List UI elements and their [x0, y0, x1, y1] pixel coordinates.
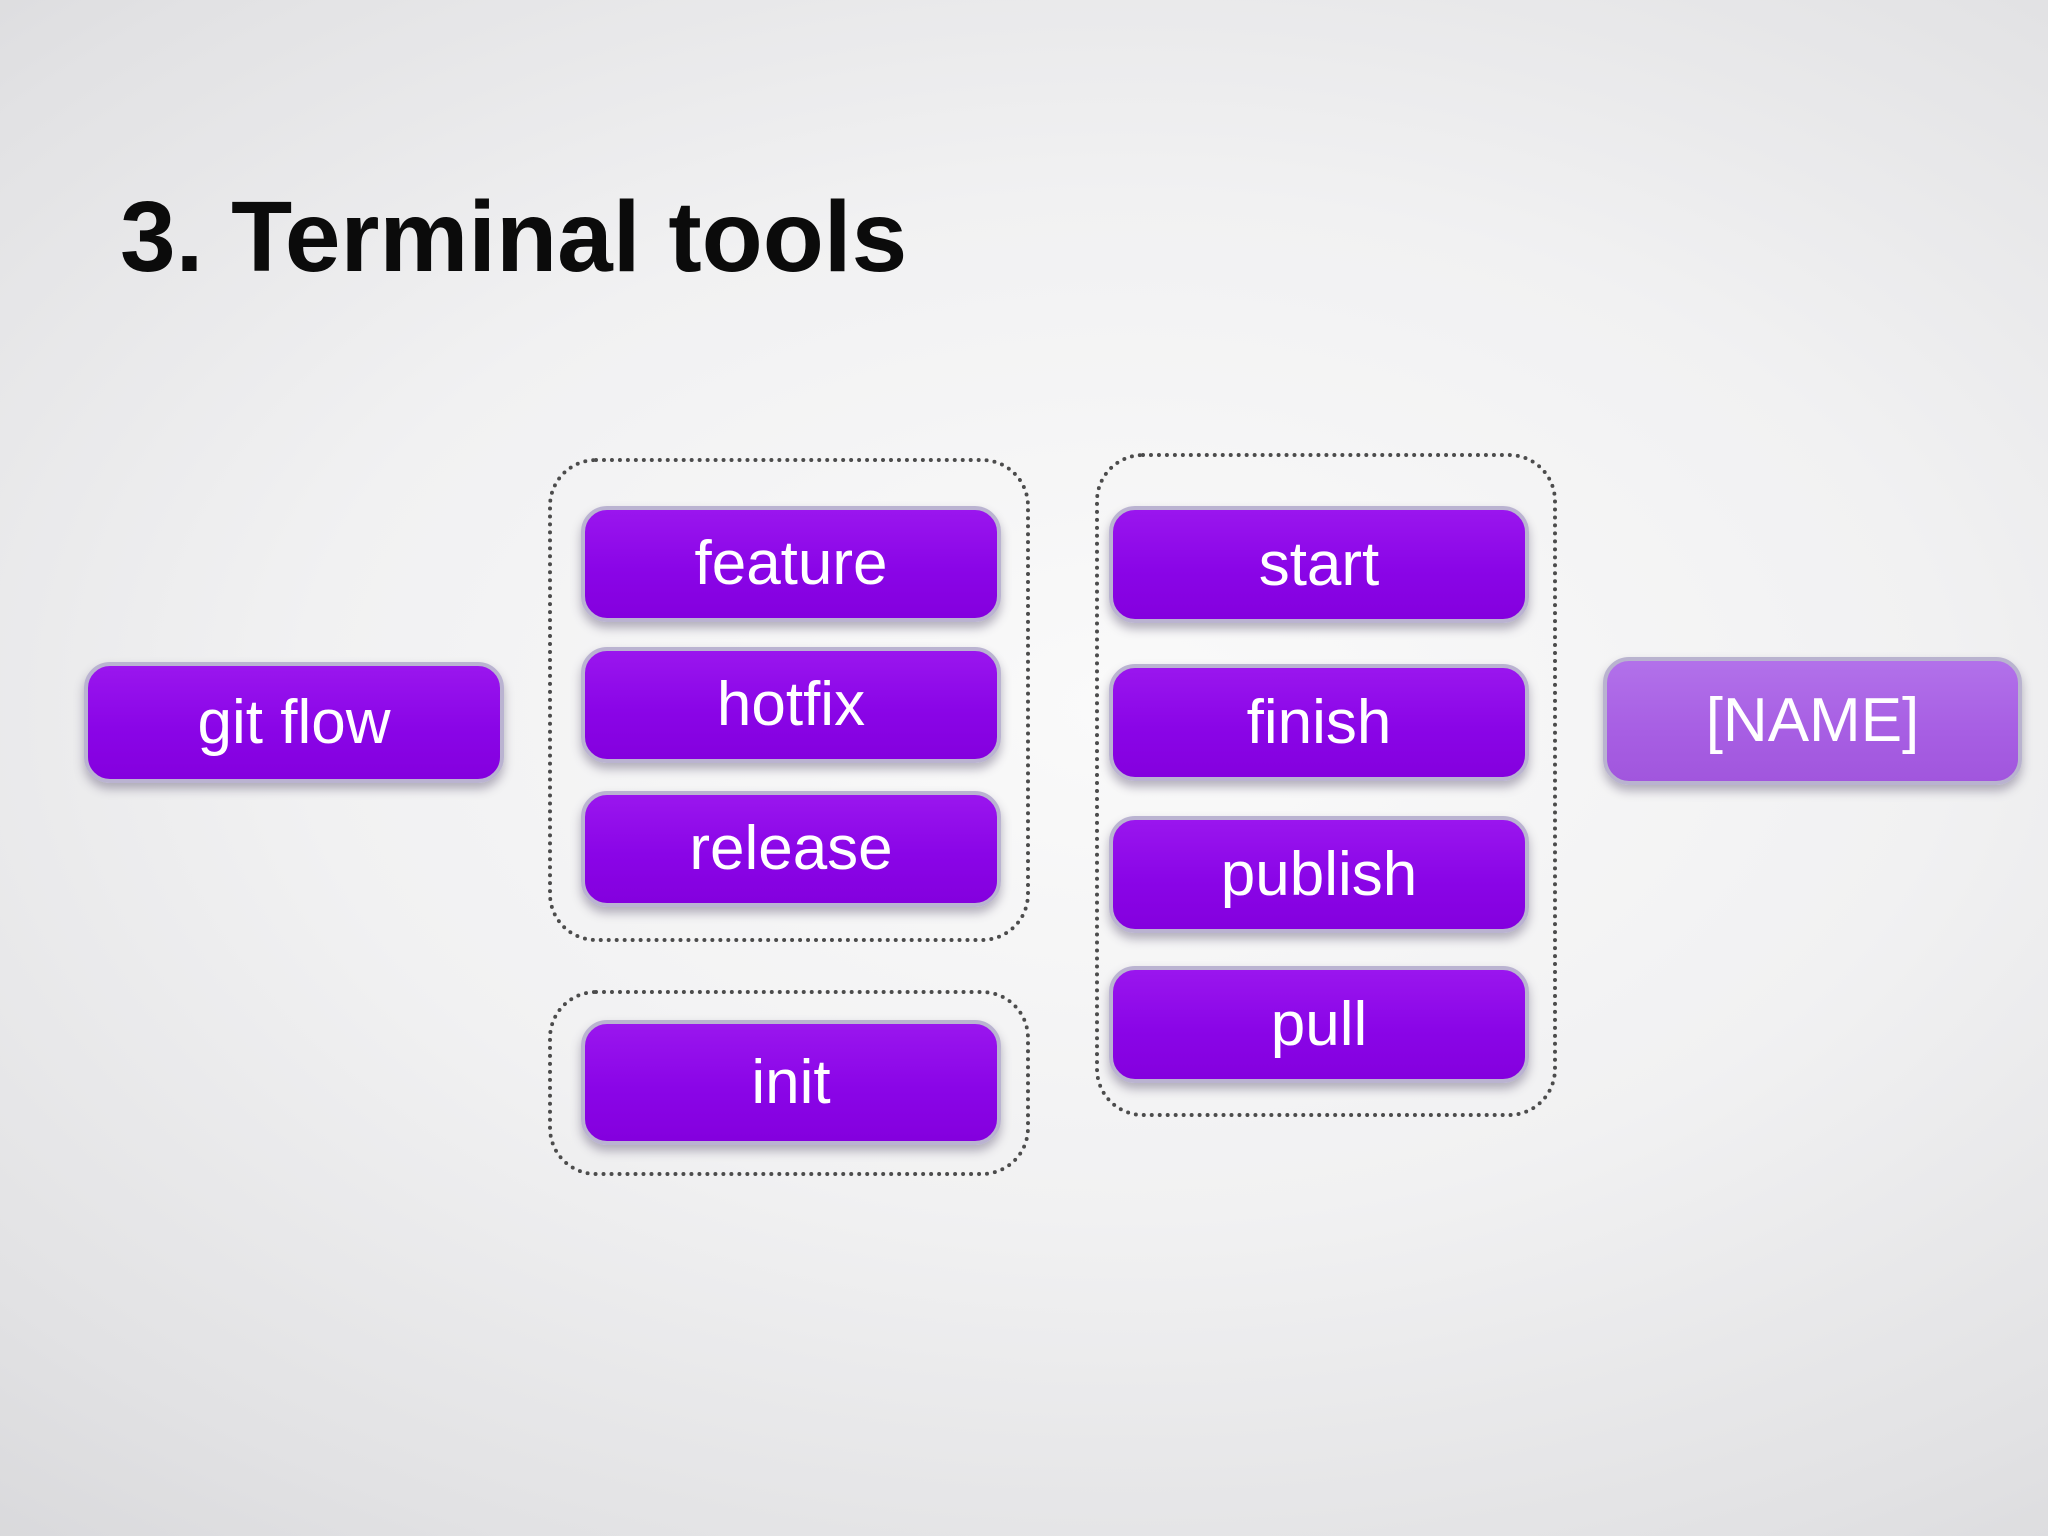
git-flow-box: git flow: [84, 662, 504, 783]
actions-group: start finish publish pull: [1095, 453, 1557, 1117]
finish-box: finish: [1109, 664, 1529, 781]
pull-box: pull: [1109, 966, 1529, 1083]
feature-box: feature: [581, 506, 1001, 622]
hotfix-box: hotfix: [581, 647, 1001, 763]
init-group: init: [548, 990, 1030, 1176]
slide-title: 3. Terminal tools: [120, 181, 908, 293]
start-box: start: [1109, 506, 1529, 623]
name-placeholder-box: [NAME]: [1603, 657, 2022, 785]
publish-box: publish: [1109, 816, 1529, 933]
branch-types-group: feature hotfix release: [548, 458, 1030, 942]
init-box: init: [581, 1020, 1001, 1145]
release-box: release: [581, 791, 1001, 907]
